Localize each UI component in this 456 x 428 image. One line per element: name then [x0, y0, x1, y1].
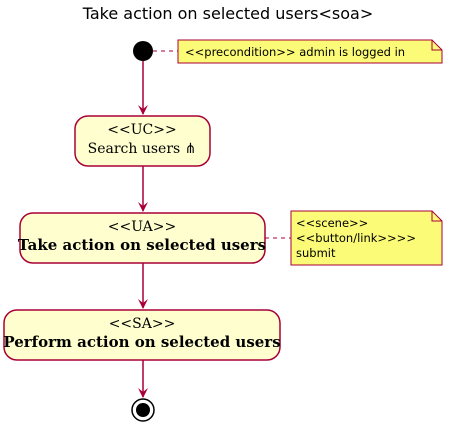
activity-uc-stereotype: <<UC>>: [107, 122, 176, 138]
precondition-note: <<precondition>> admin is logged in: [177, 39, 443, 64]
activity-sa-stereotype: <<SA>>: [109, 316, 176, 332]
start-node: [133, 41, 153, 61]
activity-ua-label: Take action on selected users: [18, 236, 266, 254]
scene-note: <<scene>> <<button/link>>>> submit: [290, 210, 443, 266]
scene-note-line-1: <<scene>>: [296, 216, 368, 230]
scene-note-line-2: <<button/link>>>>: [296, 231, 416, 245]
activity-uc: <<UC>> Search users ⋔: [74, 115, 211, 167]
diagram-title: Take action on selected users<soa>: [82, 4, 374, 23]
scene-note-line-3: submit: [296, 246, 336, 260]
activity-uc-label: Search users ⋔: [88, 141, 197, 157]
activity-sa-label: Perform action on selected users: [3, 333, 280, 351]
activity-ua-stereotype: <<UA>>: [108, 219, 176, 235]
activity-ua: <<UA>> Take action on selected users: [18, 212, 266, 264]
precondition-note-text: <<precondition>> admin is logged in: [185, 45, 405, 59]
end-node: [131, 398, 155, 422]
activity-sa: <<SA>> Perform action on selected users: [3, 309, 281, 361]
